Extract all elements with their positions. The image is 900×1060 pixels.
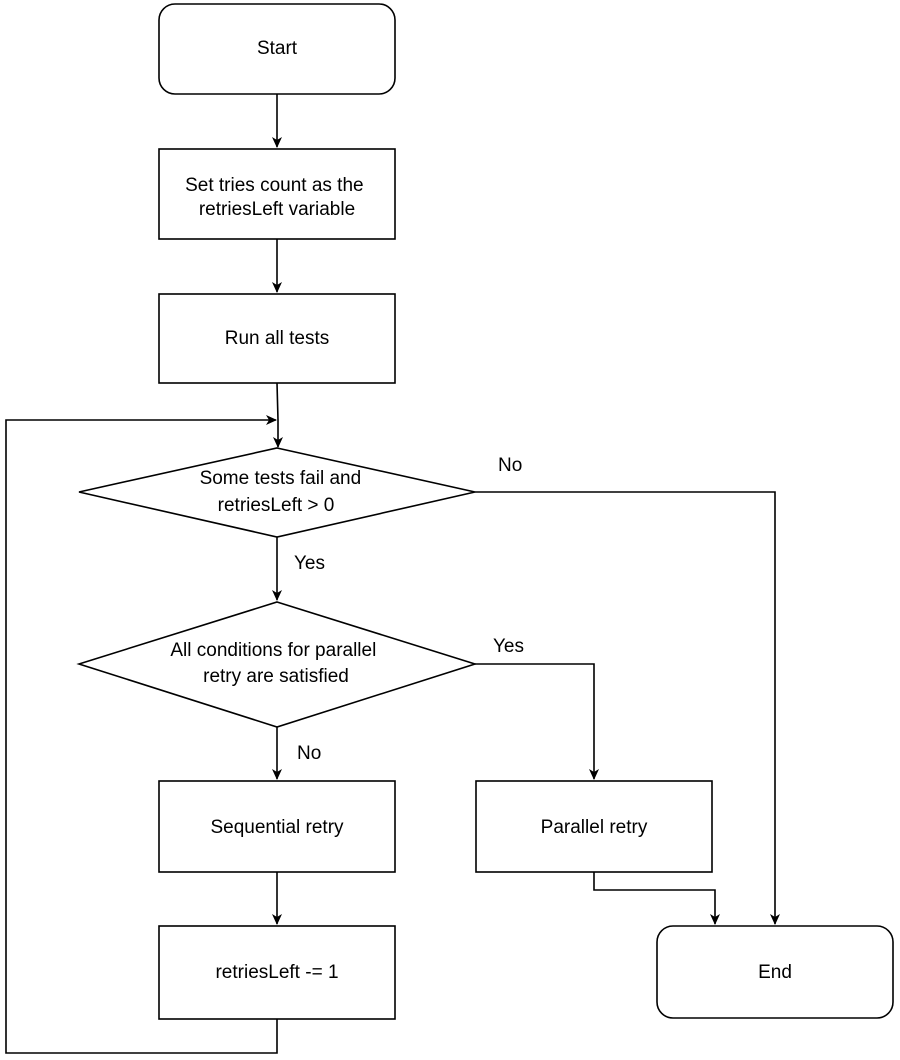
edge-parallel-yes-to-parallel-retry [475,663,599,780]
edge-label-parallel-yes: Yes [493,636,524,657]
edge-run-tests-to-decision-fail [273,382,283,448]
edge-loop-back [5,415,278,1054]
edge-label-fail-yes: Yes [294,553,325,574]
set-tries-line-2: retriesLeft variable [199,199,355,220]
run-tests-node: Run all tests [158,293,396,384]
run-tests-label: Run all tests [225,328,330,349]
decision-parallel-line-1: All conditions for parallel [170,640,376,661]
start-node: Start [158,3,396,95]
edge-label-parallel-no: No [297,743,321,764]
decision-parallel-line-2: retry are satisfied [203,666,349,687]
set-tries-node: Set tries count as the retriesLeft varia… [158,148,396,240]
decision-parallel-text: All conditions for parallel retry are sa… [170,635,381,687]
sequential-retry-label: Sequential retry [210,817,344,838]
end-label: End [758,962,792,983]
edge-fail-no-to-end [475,491,780,925]
decision-fail-line-2: retriesLeft > 0 [218,495,335,516]
parallel-retry-node: Parallel retry [475,780,713,873]
decision-fail-text: Some tests fail and retriesLeft > 0 [200,463,367,516]
parallel-retry-label: Parallel retry [541,817,648,838]
edge-label-fail-no: No [498,455,522,476]
connectors [5,94,780,1054]
decision-fail-line-1: Some tests fail and [200,468,362,489]
decision-parallel-node: All conditions for parallel retry are sa… [76,601,478,728]
sequential-retry-node: Sequential retry [158,780,396,873]
decision-fail-node: Some tests fail and retriesLeft > 0 [78,447,476,538]
decrement-node: retriesLeft -= 1 [158,925,396,1020]
start-label: Start [257,38,298,59]
decrement-label: retriesLeft -= 1 [215,962,338,983]
set-tries-line-1: Set tries count as the [185,175,364,196]
set-tries-text: Set tries count as the retriesLeft varia… [185,170,369,220]
end-node: End [656,925,894,1019]
edge-parallel-retry-to-end [593,872,720,925]
